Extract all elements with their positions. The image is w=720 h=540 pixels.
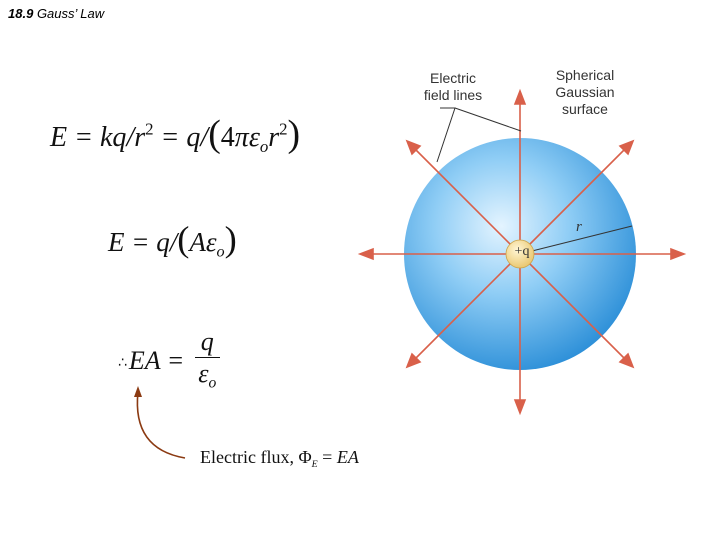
eq1-exp2: 2: [279, 119, 288, 139]
eq1-r: /r: [126, 122, 146, 153]
label-pointer-right: [454, 107, 522, 132]
label-charge: +q: [514, 244, 530, 259]
label-sphere-line2: Gaussian: [555, 84, 615, 100]
label-pointer-left: [436, 107, 456, 163]
curved-arrow-head-icon: [134, 386, 142, 397]
point-charge: [505, 239, 535, 269]
equation-coulomb-field: E = kq/r2 = q/(4πεor2): [50, 112, 300, 157]
eq3-denominator: εo: [195, 358, 220, 399]
eq1-pi-eps: πε: [234, 122, 260, 153]
flux-prefix: Electric flux, Φ: [200, 447, 312, 467]
radius-line: [519, 225, 633, 255]
label-gaussian-surface: Spherical Gaussian surface: [540, 67, 630, 118]
field-line-lower-right: [519, 253, 628, 362]
eq1-rhs: = q/: [153, 122, 209, 153]
label-field-lines-line1: Electric: [430, 70, 476, 86]
title-number: 18.9: [8, 6, 34, 21]
flux-suffix: =: [317, 447, 337, 467]
label-sphere-line1: Spherical: [555, 67, 615, 83]
eq1-paren-close: ): [287, 113, 301, 155]
eq3-den-sub: o: [208, 374, 217, 392]
arrow-lower-left-icon: [405, 352, 422, 369]
title-text: Gauss’ Law: [36, 6, 105, 21]
eq1-r2: r: [268, 122, 280, 153]
eq1-sub-o: o: [259, 136, 269, 156]
arrow-down-icon: [513, 399, 527, 416]
arrow-upper-left-icon: [405, 139, 422, 156]
flux-label: Electric flux, ΦE = EA: [200, 447, 359, 470]
eq2-paren-close: ): [224, 219, 237, 259]
field-line-upper-left: [412, 146, 521, 255]
eq1-exp: 2: [145, 119, 154, 139]
eq2-sub-o: o: [216, 242, 225, 261]
eq3-numerator: q: [194, 327, 220, 358]
label-electric-field-lines: Electric field lines: [408, 70, 498, 104]
eq2-a-eps: Aε: [189, 227, 217, 257]
flux-rhs: EA: [336, 447, 359, 467]
eq1-paren-open: (: [208, 113, 221, 155]
eq1-four: 4: [220, 122, 235, 153]
arrow-upper-right-icon: [618, 139, 635, 156]
therefore-icon: ∴: [118, 355, 127, 372]
arrow-right-icon: [670, 247, 687, 261]
eq1-lhs: E: [50, 122, 68, 153]
eq1-mid: = kq: [67, 122, 127, 153]
label-sphere-line3: surface: [562, 101, 608, 117]
curved-arrow-line: [136, 391, 186, 459]
field-lines: [357, 88, 687, 416]
slide-title: 18.9 Gauss’ Law: [8, 6, 104, 21]
field-line-lower-left: [412, 253, 521, 362]
label-field-lines-line2: field lines: [423, 87, 483, 103]
arrow-up-icon: [513, 88, 527, 105]
field-line-upper-right: [519, 146, 628, 255]
eq3-den-eps: ε: [198, 359, 209, 388]
eq3-lhs: EA =: [128, 346, 191, 376]
eq2-paren-open: (: [177, 219, 190, 259]
arrow-lower-right-icon: [618, 352, 635, 369]
eq2-text: E = q/: [108, 227, 178, 257]
label-radius: r: [576, 219, 582, 235]
flux-sub: E: [311, 458, 318, 470]
equation-field-area: E = q/(Aεo): [108, 218, 237, 262]
arrow-left-icon: [357, 247, 374, 261]
